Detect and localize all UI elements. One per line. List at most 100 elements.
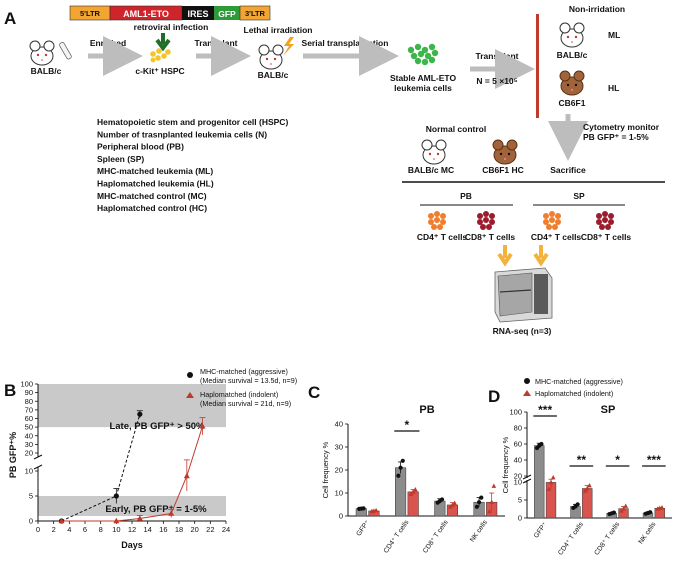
- t-cell-dot: [428, 213, 434, 219]
- hl-mouse-label: CB6F1: [559, 98, 586, 108]
- replicate-point: [450, 502, 455, 507]
- replicate-point: [611, 510, 617, 515]
- gfp-box: [214, 6, 240, 20]
- t-cell-dot: [434, 217, 440, 223]
- x-tick-label: 0: [36, 525, 40, 534]
- replicate-point: [621, 506, 626, 511]
- replicate-point: [373, 507, 379, 513]
- replicate-point: [548, 479, 554, 485]
- axis-break-mark: [33, 454, 43, 460]
- replicate-point: [491, 483, 497, 488]
- t-cell-icons: [428, 211, 614, 230]
- t-cell-dot: [489, 213, 495, 219]
- cytometry-monitor-text: Cytometry monitor: [583, 122, 660, 132]
- y-tick-label: 10: [25, 467, 33, 476]
- replicate-point: [361, 506, 366, 511]
- irradiation-bolt-icon: [283, 37, 294, 56]
- ml-label: ML: [608, 30, 620, 40]
- replicate-point: [487, 508, 492, 514]
- category-label: CD8⁺ T cells: [422, 519, 450, 555]
- replicate-point: [398, 465, 403, 470]
- abbreviation-item: MHC-matched leukemia (ML): [97, 166, 213, 176]
- non-irridation-text: Non-irridation: [569, 4, 625, 14]
- bar: [534, 445, 545, 519]
- y-axis-title: Cell frequency %: [501, 436, 510, 493]
- t-cell-dot: [477, 213, 483, 219]
- hl-label: HL: [608, 83, 619, 93]
- cell-number-text: N = 5 ×10⁵: [476, 76, 517, 86]
- x-tick-label: 6: [83, 525, 87, 534]
- abbreviation-item: Hematopoietic stem and progenitor cell (…: [97, 117, 288, 127]
- sp-to-seq-arrow-icon: [533, 245, 549, 267]
- early-band-label: Early, PB GFP⁺ = 1-5%: [105, 504, 207, 515]
- legend-d-ml-marker: [524, 378, 530, 384]
- legend-b-hl-text: Haplomatched (indolent): [200, 390, 278, 399]
- significance-label: ***: [647, 453, 661, 467]
- y-tick-label: 50: [25, 423, 33, 432]
- data-point: [113, 493, 119, 499]
- t-cell-dot: [543, 213, 549, 219]
- mc-mouse-icon: [421, 139, 447, 165]
- t-cell-dot: [480, 224, 486, 230]
- y-tick-label: 20: [25, 449, 33, 458]
- replicate-point: [400, 458, 405, 463]
- significance-label: *: [405, 418, 410, 432]
- data-point: [58, 517, 65, 524]
- panel-c-label: C: [308, 383, 320, 402]
- replicate-point: [659, 504, 665, 510]
- rnaseq-label: RNA-seq (n=3): [493, 326, 552, 336]
- t-cell-dot: [440, 219, 446, 225]
- t-cell-dot: [483, 217, 489, 223]
- y-tick-label: 30: [335, 443, 343, 452]
- category-label: NK cells: [637, 521, 657, 546]
- abbreviation-item: Haplomatched control (HC): [97, 203, 207, 213]
- x-tick-label: 24: [222, 525, 230, 534]
- series-line: [61, 426, 203, 522]
- significance-label: **: [577, 453, 587, 467]
- t-cell-dot: [431, 224, 437, 230]
- t-cell-dot: [440, 213, 446, 219]
- hspc-cells-icon: [150, 48, 171, 63]
- panel-d-label: D: [488, 387, 500, 406]
- axis-break-mark: [522, 474, 532, 480]
- pb-gfp-threshold-text: PB GFP⁺ = 1-5%: [583, 132, 649, 142]
- y-axis-title: PB GFP⁺%: [8, 432, 18, 478]
- ltr3-box: [239, 5, 271, 21]
- y-tick-label: 80: [25, 397, 33, 406]
- ires-text: IRES: [187, 9, 208, 19]
- retroviral-construct: 5'LTR AML1-ETO IRES GFP 3'LTR: [69, 5, 271, 21]
- replicate-point: [474, 504, 479, 509]
- recipient-mouse-label: BALB/c: [258, 70, 289, 80]
- significance-label: *: [615, 453, 620, 467]
- t-cell-dot: [599, 224, 605, 230]
- y-tick-label: 0: [518, 514, 522, 523]
- serial-transplantation-text: Serial transplantation: [302, 38, 389, 48]
- bone-icon: [59, 42, 72, 60]
- replicate-point: [447, 504, 453, 509]
- t-cell-dot: [555, 219, 561, 225]
- replicate-point: [452, 500, 457, 505]
- y-tick-label: 20: [335, 466, 343, 475]
- abbreviation-item: Number of trasnplanted leukemia cells (N…: [97, 129, 267, 139]
- t-cell-dot: [555, 213, 561, 219]
- y-tick-label: 20: [514, 472, 522, 481]
- category-label: GFP⁺: [355, 519, 371, 538]
- gene-text: AML1-ETO: [123, 9, 169, 19]
- stable-leukemia-line1: Stable AML-ETO: [390, 73, 457, 83]
- x-tick-label: 14: [143, 525, 151, 534]
- legend-b-ml-marker: [187, 372, 193, 378]
- x-tick-label: 20: [190, 525, 198, 534]
- replicate-point: [396, 473, 401, 478]
- sp-cd8-label: CD8⁺ T cells: [581, 232, 632, 242]
- legend-d-hl-text: Haplomatched (indolent): [535, 389, 613, 398]
- legend-b-hl-sub: (Median survival = 21d, n=9): [200, 399, 291, 408]
- abbreviation-item: MHC-matched control (MC): [97, 191, 207, 201]
- replicate-point: [476, 500, 482, 505]
- t-cell-dot: [549, 217, 555, 223]
- retroviral-infection-text: retroviral infection: [134, 22, 209, 32]
- sequencer-icon: [494, 267, 553, 323]
- recipient-mouse-icon: [258, 44, 284, 70]
- replicate-point: [648, 510, 653, 515]
- panel-a-label: A: [4, 9, 16, 28]
